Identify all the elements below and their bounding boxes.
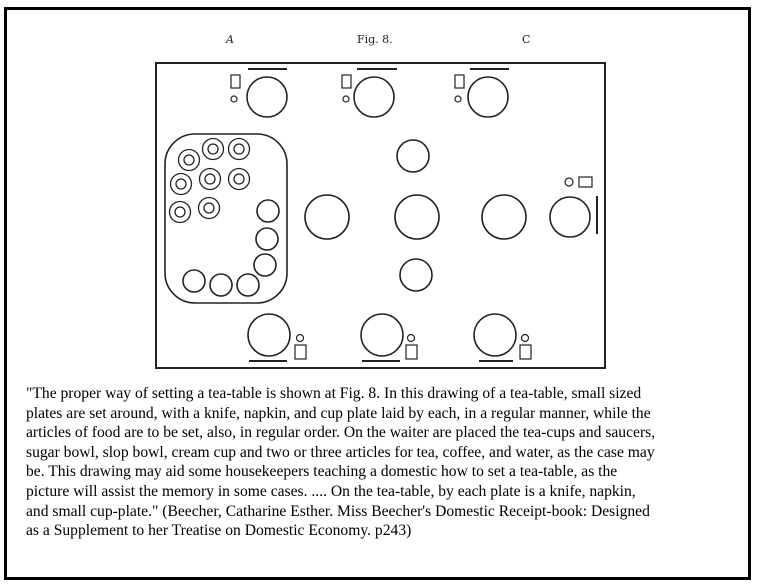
- caption-line: sugar bowl, slop bowl, cream cup and two…: [26, 443, 655, 461]
- place-setting-right-end: [549, 176, 598, 238]
- place-setting-top-center: [341, 68, 397, 118]
- figure-title: Fig. 8.: [357, 33, 393, 46]
- caption-line: and small cup-plate." (Beecher, Catharin…: [26, 502, 650, 520]
- caption-line: "The proper way of setting a tea-table i…: [26, 385, 642, 402]
- caption-line: articles of food are to be set, also, in…: [26, 424, 656, 442]
- figure-label-c: C: [522, 33, 531, 46]
- table-outline: [155, 62, 606, 369]
- place-setting-bottom-center: [360, 313, 418, 362]
- place-setting-bottom-right: [473, 313, 532, 362]
- caption-line: as a Supplement to her Treatise on Domes…: [26, 522, 412, 540]
- caption-line: picture will assist the memory in some c…: [26, 482, 636, 500]
- figure-label-a: A: [226, 33, 234, 46]
- place-setting-bottom-left: [247, 313, 307, 362]
- place-setting-top-left: [230, 68, 288, 118]
- caption-line: be. This drawing may aid some housekeepe…: [26, 463, 618, 481]
- waiter-tray: [164, 133, 288, 304]
- caption-line: plates are set around, with a knife, nap…: [26, 404, 651, 422]
- place-setting-top-right: [454, 68, 509, 118]
- document-frame: [4, 7, 751, 580]
- figure-caption: "The proper way of setting a tea-table i…: [26, 384, 746, 541]
- tray-articles: [182, 199, 280, 297]
- food-dishes: [304, 139, 527, 292]
- tea-cups: [168, 137, 251, 224]
